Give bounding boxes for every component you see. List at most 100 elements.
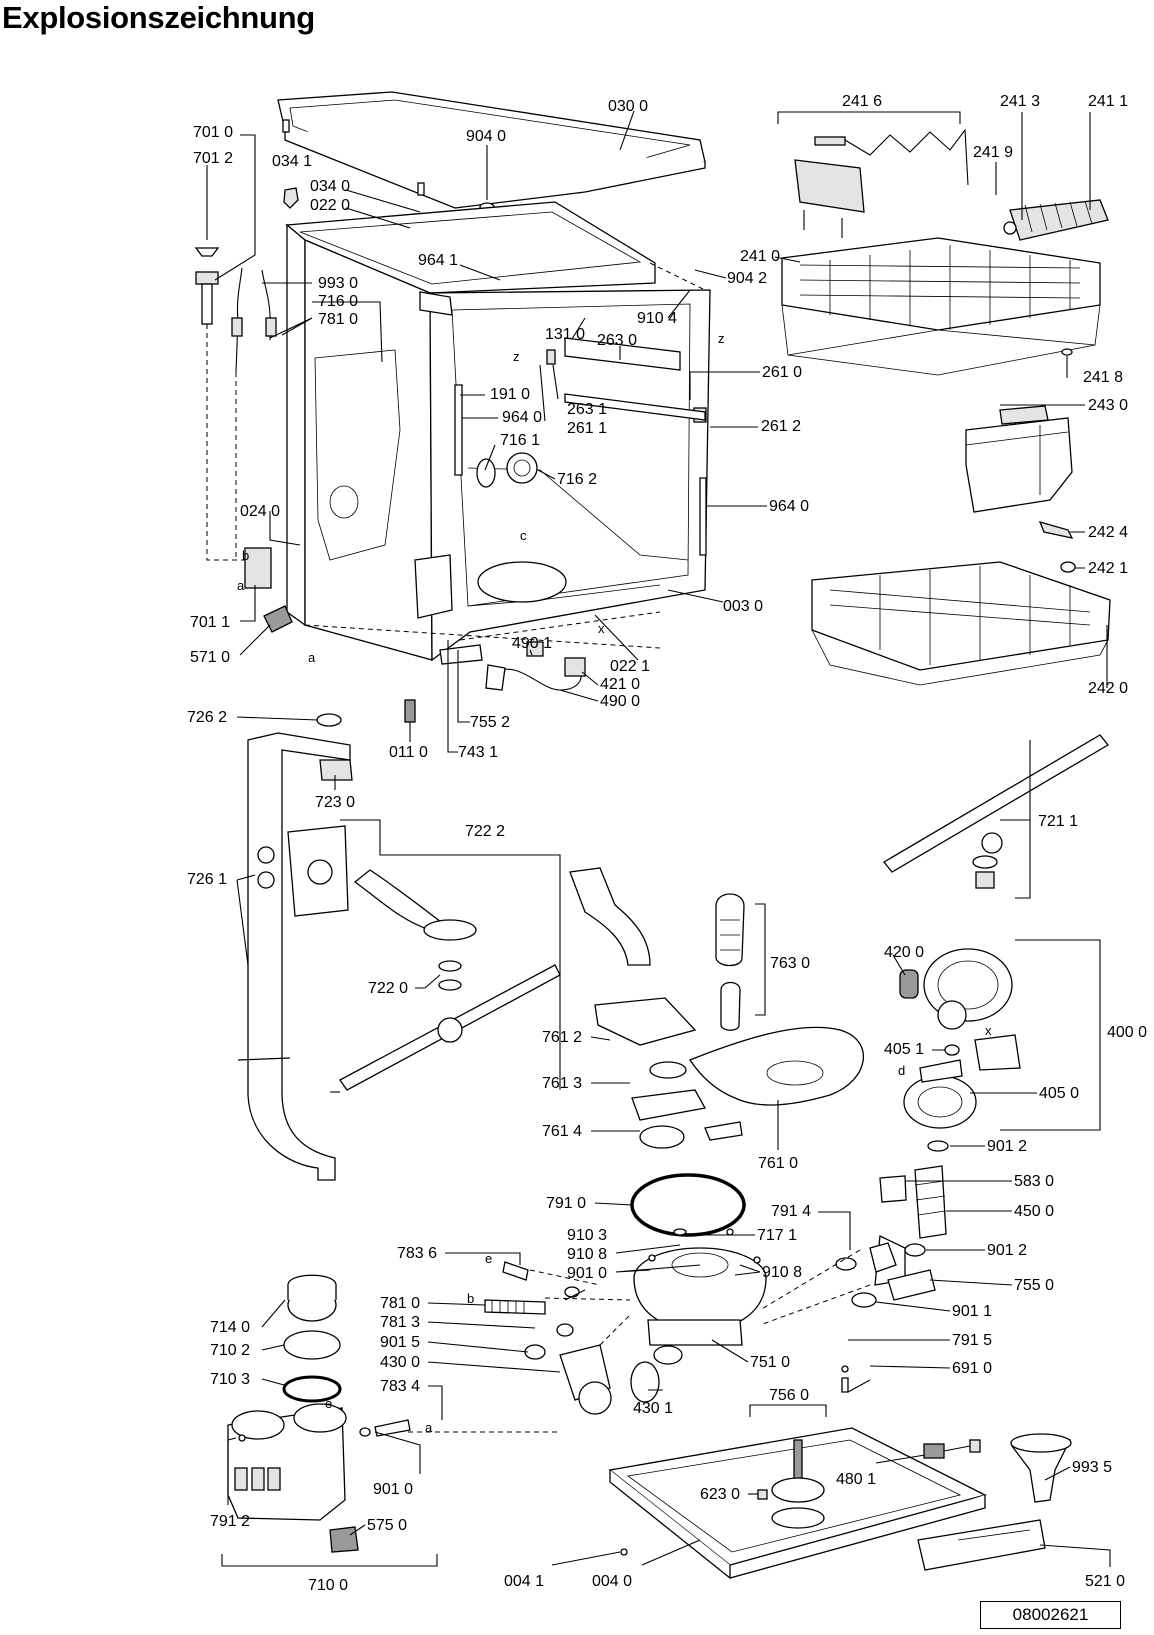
label-901-0-softener: 901 0 bbox=[373, 1481, 413, 1498]
part-number-labels: 030 0 904 0 034 1 034 0 022 0 701 0 701 … bbox=[187, 93, 1147, 1594]
label-490-1: 490 1 bbox=[512, 635, 552, 652]
label-400-0: 400 0 bbox=[1107, 1024, 1147, 1041]
marker-b-left: b bbox=[242, 548, 249, 563]
label-910-8-right: 910 8 bbox=[762, 1264, 802, 1281]
label-781-3: 781 3 bbox=[380, 1314, 420, 1331]
label-701-1: 701 1 bbox=[190, 614, 230, 631]
label-003-0: 003 0 bbox=[723, 598, 763, 615]
label-242-4: 242 4 bbox=[1088, 524, 1128, 541]
label-964-1: 964 1 bbox=[418, 252, 458, 269]
marker-d-pump: d bbox=[898, 1063, 905, 1078]
label-901-2-bottom: 901 2 bbox=[987, 1242, 1027, 1259]
label-004-0: 004 0 bbox=[592, 1573, 632, 1590]
marker-b-hose: b bbox=[467, 1291, 474, 1306]
label-993-0: 993 0 bbox=[318, 275, 358, 292]
label-726-2: 726 2 bbox=[187, 709, 227, 726]
label-716-1: 716 1 bbox=[500, 432, 540, 449]
label-243-0: 243 0 bbox=[1088, 397, 1128, 414]
label-716-0: 716 0 bbox=[318, 293, 358, 310]
label-004-1: 004 1 bbox=[504, 1573, 544, 1590]
base-plate bbox=[608, 1365, 1072, 1580]
label-450-0: 450 0 bbox=[1014, 1203, 1054, 1220]
label-241-1: 241 1 bbox=[1088, 93, 1128, 110]
label-755-0: 755 0 bbox=[1014, 1277, 1054, 1294]
label-405-0: 405 0 bbox=[1039, 1085, 1079, 1102]
left-hoses bbox=[194, 247, 293, 633]
label-783-4: 783 4 bbox=[380, 1378, 420, 1395]
label-781-0-bottom: 781 0 bbox=[380, 1295, 420, 1312]
document-number: 08002621 bbox=[980, 1601, 1121, 1629]
label-761-3: 761 3 bbox=[542, 1075, 582, 1092]
label-904-2: 904 2 bbox=[727, 270, 767, 287]
label-723-0: 723 0 bbox=[315, 794, 355, 811]
label-241-6: 241 6 bbox=[842, 93, 882, 110]
drain-fittings bbox=[484, 1261, 660, 1415]
label-761-0: 761 0 bbox=[758, 1155, 798, 1172]
label-022-1: 022 1 bbox=[610, 658, 650, 675]
label-910-3: 910 3 bbox=[567, 1227, 607, 1244]
label-420-0: 420 0 bbox=[884, 944, 924, 961]
sump-cover bbox=[631, 1026, 865, 1149]
marker-c: c bbox=[520, 528, 527, 543]
label-263-0: 263 0 bbox=[597, 332, 637, 349]
label-701-0: 701 0 bbox=[193, 124, 233, 141]
label-242-1: 242 1 bbox=[1088, 560, 1128, 577]
label-261-0: 261 0 bbox=[762, 364, 802, 381]
marker-e-fitting: e bbox=[485, 1251, 492, 1266]
top-cover bbox=[277, 91, 706, 209]
label-241-8: 241 8 bbox=[1083, 369, 1123, 386]
label-783-6: 783 6 bbox=[397, 1245, 437, 1262]
label-191-0: 191 0 bbox=[490, 386, 530, 403]
circulation-pump bbox=[899, 948, 1021, 1129]
lower-basket-fittings bbox=[1038, 521, 1076, 573]
label-901-0-center: 901 0 bbox=[567, 1265, 607, 1282]
label-034-0: 034 0 bbox=[310, 178, 350, 195]
label-701-2: 701 2 bbox=[193, 150, 233, 167]
label-964-0-right: 964 0 bbox=[769, 498, 809, 515]
label-993-5: 993 5 bbox=[1072, 1459, 1112, 1476]
label-710-0: 710 0 bbox=[308, 1577, 348, 1594]
marker-a-left: a bbox=[237, 578, 245, 593]
label-261-1: 261 1 bbox=[567, 420, 607, 437]
label-910-4: 910 4 bbox=[637, 310, 677, 327]
label-521-0: 521 0 bbox=[1085, 1573, 1125, 1590]
label-761-4: 761 4 bbox=[542, 1123, 582, 1140]
marker-z-left: z bbox=[513, 349, 520, 364]
label-261-2: 261 2 bbox=[761, 418, 801, 435]
label-030-0: 030 0 bbox=[608, 98, 648, 115]
marker-a-valve: a bbox=[308, 650, 316, 665]
lower-spray-arm bbox=[287, 825, 561, 1091]
label-421-0: 421 0 bbox=[600, 676, 640, 693]
label-022-0: 022 0 bbox=[310, 197, 350, 214]
label-623-0: 623 0 bbox=[700, 1486, 740, 1503]
supply-pipe bbox=[237, 713, 353, 1181]
label-241-9: 241 9 bbox=[973, 144, 1013, 161]
label-721-1: 721 1 bbox=[1038, 813, 1078, 830]
marker-x-pump: x bbox=[985, 1023, 992, 1038]
part-markers: z z c x b a a b e e a d x bbox=[237, 331, 992, 1435]
label-263-1: 263 1 bbox=[567, 401, 607, 418]
center-pipe bbox=[569, 867, 745, 1046]
label-751-0: 751 0 bbox=[750, 1354, 790, 1371]
label-756-0: 756 0 bbox=[769, 1387, 809, 1404]
label-901-2-top: 901 2 bbox=[987, 1138, 1027, 1155]
label-726-1: 726 1 bbox=[187, 871, 227, 888]
lower-basket bbox=[811, 561, 1111, 686]
label-755-2: 755 2 bbox=[470, 714, 510, 731]
label-791-4: 791 4 bbox=[771, 1203, 811, 1220]
label-241-0: 241 0 bbox=[740, 248, 780, 265]
marker-e-softener: e bbox=[325, 1396, 332, 1411]
mains-cable bbox=[404, 641, 586, 723]
cutlery-basket bbox=[965, 405, 1073, 513]
upper-basket bbox=[781, 128, 1109, 376]
leader-lines bbox=[206, 110, 1111, 1567]
label-716-2: 716 2 bbox=[557, 471, 597, 488]
label-781-0-top: 781 0 bbox=[318, 311, 358, 328]
label-763-0: 763 0 bbox=[770, 955, 810, 972]
page-title: Explosionszeichnung bbox=[2, 0, 315, 35]
marker-z-right: z bbox=[718, 331, 725, 346]
water-softener bbox=[227, 1274, 411, 1553]
routing-lines bbox=[408, 1249, 871, 1433]
marker-a-softener: a bbox=[425, 1420, 433, 1435]
